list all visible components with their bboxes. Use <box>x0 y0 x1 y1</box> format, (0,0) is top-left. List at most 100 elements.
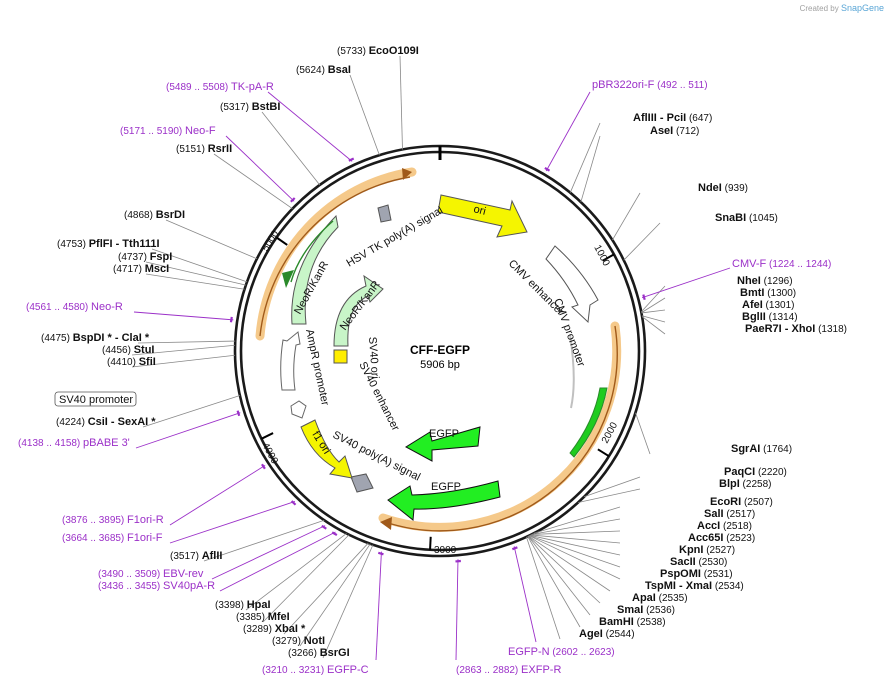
enzyme-name-bstbi: BstBI <box>252 101 281 113</box>
enzyme-name-stui: StuI <box>134 344 155 356</box>
enzyme-site-pspomi[interactable]: PspOMI (2531) <box>660 568 733 580</box>
orf-highlights <box>255 167 622 532</box>
enzyme-site-afei[interactable]: AfeI (1301) <box>742 299 794 311</box>
primer-leader-f1ori-f <box>169 501 296 544</box>
enzyme-site-blpi[interactable]: BlpI (2258) <box>719 478 771 490</box>
primer-sv40pa-r[interactable]: (3436 .. 3455) SV40pA-R <box>98 580 215 592</box>
primer-mark-tk-pa-r <box>348 157 355 162</box>
enzyme-pos-bglii: (1314) <box>766 312 798 323</box>
ampr-promoter-feature[interactable] <box>280 331 301 391</box>
primer-name-egfp-c: EGFP-C <box>327 664 369 676</box>
enzyme-site-acci[interactable]: AccI (2518) <box>697 520 752 532</box>
enzyme-site-bamhi[interactable]: BamHI (2538) <box>599 616 666 628</box>
enzyme-label-smai: SmaI (2536) <box>617 604 675 616</box>
enzyme-site-rsrii[interactable]: (5151) RsrII <box>176 143 232 155</box>
enzyme-site-ecoo109i[interactable]: (5733) EcoO109I <box>337 45 419 57</box>
enzyme-name-ecori: EcoRI <box>710 496 741 508</box>
primer-egfp-c[interactable]: (3210 .. 3231) EGFP-C <box>262 664 369 676</box>
tick-2000 <box>597 448 610 458</box>
enzyme-pos-acc65i: (2523) <box>723 533 755 544</box>
leader-acci <box>531 530 621 535</box>
enzyme-name-bsrgi: BsrGI <box>320 647 350 659</box>
enzyme-pos-pflfi: (4753) <box>57 239 89 250</box>
enzyme-site-sacii[interactable]: SacII (2530) <box>670 556 727 568</box>
enzyme-site-asei[interactable]: AseI (712) <box>650 125 699 137</box>
primer-mark-f1ori-f <box>290 500 297 506</box>
leader-agei <box>526 536 561 640</box>
enzyme-site-acc65i[interactable]: Acc65I (2523) <box>688 532 755 544</box>
primer-tk-pa-r[interactable]: (5489 .. 5508) TK-pA-R <box>166 81 274 93</box>
enzyme-site-bmti[interactable]: BmtI (1300) <box>740 287 796 299</box>
primer-pbr322ori-f[interactable]: pBR322ori-F (492 .. 511) <box>592 79 708 91</box>
enzyme-site-paqci[interactable]: PaqCI (2220) <box>724 466 787 478</box>
leader-ecori <box>533 506 621 534</box>
enzyme-pos-bspdi: (4475) <box>41 333 73 344</box>
egfp-outer-feature[interactable] <box>387 480 501 521</box>
enzyme-site-tspmi[interactable]: TspMI - XmaI (2534) <box>645 580 744 592</box>
enzyme-site-sgrai[interactable]: SgrAI (1764) <box>731 443 792 455</box>
enzyme-site-xbai[interactable]: (3289) XbaI * <box>243 623 306 635</box>
hsv-tk-polya-feature[interactable] <box>377 204 392 223</box>
enzyme-site-bstbi[interactable]: (5317) BstBI <box>220 101 280 113</box>
ori-feature[interactable] <box>437 194 528 238</box>
enzyme-site-kpni[interactable]: KpnI (2527) <box>679 544 735 556</box>
enzyme-site-sali[interactable]: SalI (2517) <box>704 508 755 520</box>
enzyme-site-sfii[interactable]: (4410) SfiI <box>107 356 156 368</box>
primer-ebv-rev[interactable]: (3490 .. 3509) EBV-rev <box>98 568 204 580</box>
enzyme-site-stui[interactable]: (4456) StuI <box>102 344 154 356</box>
primer-pos-tk-pa-r: (5489 .. 5508) <box>166 82 231 93</box>
enzyme-site-apai[interactable]: ApaI (2535) <box>632 592 688 604</box>
primer-name-neo-r: Neo-R <box>91 301 123 313</box>
egfp-outer-label: EGFP <box>431 481 461 493</box>
neor-inner-feature[interactable] <box>333 274 384 347</box>
enzyme-site-mfei[interactable]: (3385) MfeI <box>236 611 290 623</box>
enzyme-site-fspi[interactable]: (4737) FspI <box>118 251 172 263</box>
primer-egfp-n[interactable]: EGFP-N (2602 .. 2623) <box>508 646 615 658</box>
enzyme-label-sfii: (4410) SfiI <box>107 356 156 368</box>
enzyme-site-bsrdi[interactable]: (4868) BsrDI <box>124 209 185 221</box>
enzyme-site-paer7i[interactable]: PaeR7I - XhoI (1318) <box>745 323 847 335</box>
cmv-enhancer-feature[interactable] <box>545 245 599 324</box>
enzyme-site-pflfi[interactable]: (4753) PflFI - Tth111I <box>57 238 160 250</box>
enzyme-site-bsrgi[interactable]: (3266) BsrGI <box>288 647 350 659</box>
sv40-polya-feature[interactable] <box>350 473 374 493</box>
enzyme-site-aflii[interactable]: (3517) AflII <box>170 550 222 562</box>
enzyme-site-bsai[interactable]: (5624) BsaI <box>296 64 351 76</box>
primer-pos-sv40pa-r: (3436 .. 3455) <box>98 581 163 592</box>
primer-exfp-r[interactable]: (2863 .. 2882) EXFP-R <box>456 664 561 676</box>
enzyme-site-ecori[interactable]: EcoRI (2507) <box>710 496 773 508</box>
enzyme-site-csii[interactable]: (4224) CsiI - SexAI * <box>56 416 156 428</box>
neor-outer-feature[interactable] <box>291 214 339 325</box>
enzyme-site-smai[interactable]: SmaI (2536) <box>617 604 675 616</box>
leader-bamhi <box>527 536 581 628</box>
enzyme-pos-fspi: (4737) <box>118 252 150 263</box>
primer-pbabe-3[interactable]: (4138 .. 4158) pBABE 3' <box>18 437 130 449</box>
enzyme-site-bspdi[interactable]: (4475) BspDI * - ClaI * <box>41 332 150 344</box>
enzyme-site-hpai[interactable]: (3398) HpaI <box>215 599 271 611</box>
enzyme-name-nhei: NheI <box>737 275 761 287</box>
enzyme-site-noti[interactable]: (3279) NotI <box>272 635 325 647</box>
enzyme-pos-sfii: (4410) <box>107 357 139 368</box>
enzyme-site-nhei[interactable]: NheI (1296) <box>737 275 793 287</box>
enzyme-label-snabi: SnaBI (1045) <box>715 212 778 224</box>
enzyme-site-ndei[interactable]: NdeI (939) <box>698 182 748 194</box>
enzyme-name-acci: AccI <box>697 520 720 532</box>
enzyme-name-bamhi: BamHI <box>599 616 634 628</box>
snapgene-logo: SnapGene <box>840 3 884 13</box>
primer-neo-r[interactable]: (4561 .. 4580) Neo-R <box>26 301 123 313</box>
enzyme-site-afliii[interactable]: AflIII - PciI (647) <box>633 112 712 124</box>
primer-cmv-f[interactable]: CMV-F (1224 .. 1244) <box>732 258 831 270</box>
primer-f1ori-r[interactable]: (3876 .. 3895) F1ori-R <box>62 514 164 526</box>
f1-ori-feature[interactable] <box>300 419 353 479</box>
enzyme-site-agei[interactable]: AgeI (2544) <box>579 628 635 640</box>
enzyme-site-snabi[interactable]: SnaBI (1045) <box>715 212 778 224</box>
egfp-inner-feature[interactable] <box>405 426 481 462</box>
enzyme-site-bglii[interactable]: BglII (1314) <box>742 311 798 323</box>
primer-neo-f[interactable]: (5171 .. 5190) Neo-F <box>120 125 216 137</box>
sv40-ori-feature[interactable] <box>333 349 348 364</box>
enzyme-site-msci[interactable]: (4717) MscI <box>113 263 169 275</box>
enzyme-label-acci: AccI (2518) <box>697 520 752 532</box>
primer-f1ori-f[interactable]: (3664 .. 3685) F1ori-F <box>62 532 163 544</box>
enzyme-label-msci: (4717) MscI <box>113 263 169 275</box>
enzyme-pos-acci: (2518) <box>720 521 752 532</box>
